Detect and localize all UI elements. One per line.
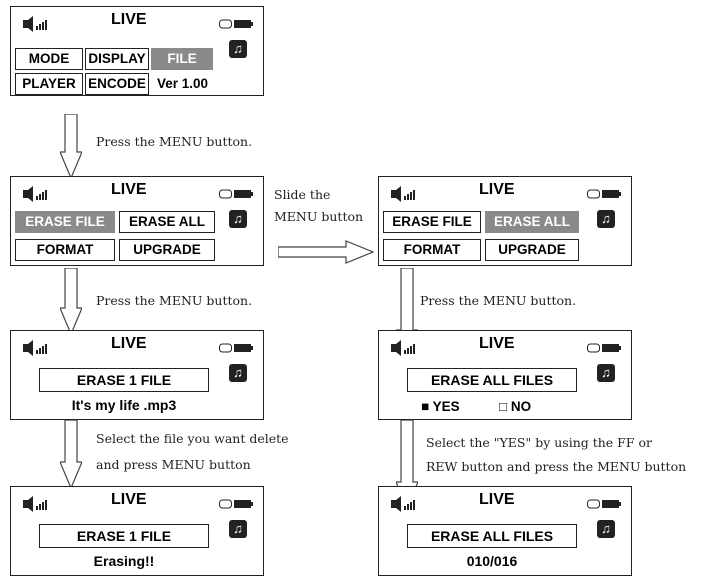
upgrade-button[interactable]: UPGRADE [119,239,215,261]
battery-icon [219,499,253,509]
battery-icon [587,343,621,353]
tab-mode[interactable]: MODE [15,48,83,70]
erase-all-button[interactable]: ERASE ALL [485,211,579,233]
live-label: LIVE [479,335,515,352]
screen-erase-all-progress: LIVE ♫ ERASE ALL FILES 010/016 [378,486,632,576]
format-button[interactable]: FORMAT [15,239,115,261]
screen-erase-all-menu: LIVE ♫ ERASE FILE ERASE ALL FORMAT UPGRA… [378,176,632,266]
caption-press-menu-3: Press the MENU button. [420,293,577,308]
battery-icon [587,189,621,199]
live-label: LIVE [111,181,147,198]
screen-erasing: LIVE ♫ ERASE 1 FILE Erasing!! [10,486,264,576]
volume-icon [391,496,415,512]
screen-erase-one-file: LIVE ♫ ERASE 1 FILE It's my life .mp3 [10,330,264,420]
caption-slide-2: MENU button [274,209,364,224]
caption-select-yes-1: Select the "YES" by using the FF or [426,435,653,450]
battery-icon [219,343,253,353]
caption-select-yes-2: REW button and press the MENU button [426,459,687,474]
erase-all-button[interactable]: ERASE ALL [119,211,215,233]
music-note-icon: ♫ [597,520,615,538]
music-note-icon: ♫ [597,364,615,382]
tab-player[interactable]: PLAYER [15,73,83,95]
battery-icon [219,189,253,199]
erase-one-file-title: ERASE 1 FILE [39,524,209,548]
screen-erase-all-confirm: LIVE ♫ ERASE ALL FILES ■ YES □ NO [378,330,632,420]
erase-file-button[interactable]: ERASE FILE [15,211,115,233]
volume-icon [391,340,415,356]
erase-progress-counter: 010/016 [466,553,518,569]
erase-all-files-title: ERASE ALL FILES [407,524,577,548]
volume-icon [23,186,47,202]
format-button[interactable]: FORMAT [383,239,481,261]
down-arrow [60,420,82,488]
tab-file[interactable]: FILE [151,48,213,70]
erase-one-file-title: ERASE 1 FILE [39,368,209,392]
screen-main-menu: LIVE ♫ MODE DISPLAY FILE PLAYER ENCODE V… [10,6,264,96]
down-arrow [60,268,82,334]
live-label: LIVE [479,181,515,198]
empty-square-icon: □ [499,399,508,414]
music-note-icon: ♫ [229,40,247,58]
caption-select-file-2: and press MENU button [96,457,251,472]
tab-encode[interactable]: ENCODE [85,73,149,95]
music-note-icon: ♫ [597,210,615,228]
music-note-icon: ♫ [229,364,247,382]
caption-select-file-1: Select the file you want delete [96,431,289,446]
volume-icon [23,496,47,512]
music-note-icon: ♫ [229,210,247,228]
caption-press-menu-2: Press the MENU button. [96,293,253,308]
file-name-label: It's my life .mp3 [71,397,177,413]
caption-slide-1: Slide the [274,187,331,202]
volume-icon [23,340,47,356]
no-option[interactable]: □ NO [499,399,532,414]
live-label: LIVE [111,491,147,508]
yes-option[interactable]: ■ YES [421,399,460,414]
live-label: LIVE [111,11,147,28]
battery-icon [587,499,621,509]
upgrade-button[interactable]: UPGRADE [485,239,579,261]
erasing-status: Erasing!! [93,553,155,569]
erase-all-files-title: ERASE ALL FILES [407,368,577,392]
tab-display[interactable]: DISPLAY [85,48,149,70]
battery-icon [219,19,253,29]
down-arrow [60,114,82,178]
caption-press-menu-1: Press the MENU button. [96,134,253,149]
live-label: LIVE [479,491,515,508]
right-arrow [278,240,374,264]
volume-icon [391,186,415,202]
screen-erase-file-menu: LIVE ♫ ERASE FILE ERASE ALL FORMAT UPGRA… [10,176,264,266]
erase-file-button[interactable]: ERASE FILE [383,211,481,233]
live-label: LIVE [111,335,147,352]
volume-icon [23,16,47,32]
version-label: Ver 1.00 [157,76,209,91]
music-note-icon: ♫ [229,520,247,538]
filled-square-icon: ■ [421,399,430,414]
